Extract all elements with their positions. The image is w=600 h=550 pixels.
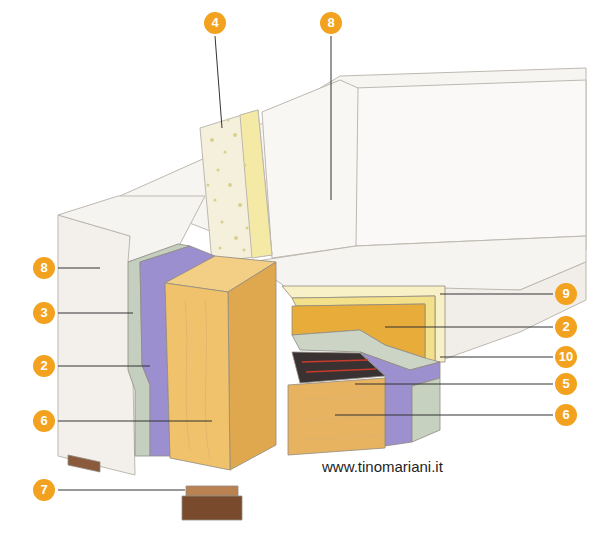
watermark: www.tinomariani.it [322,458,443,475]
callout-number: 6 [33,410,55,432]
cushion-speckle [207,119,249,252]
callout-number: 6 [555,404,577,426]
wood-grain [185,300,380,460]
back-cushion [262,80,358,258]
arm-side [58,215,135,475]
callout-number: 9 [555,283,577,305]
seat-box [288,378,385,455]
sofa-back [120,68,586,262]
callout-number: 5 [555,373,577,395]
slat-lines [302,360,376,372]
leader-lines [58,36,553,490]
arm-wood [228,262,276,470]
callout-number: 4 [204,12,226,34]
leg [68,455,100,472]
callout-number: 3 [33,302,55,324]
cushion-cut [200,110,272,262]
back-cushion [355,80,586,246]
seat-top [250,236,586,290]
seat-slats [292,352,385,383]
callout-number: 7 [33,479,55,501]
arm-wood [165,283,230,470]
foot [182,496,242,520]
callout-number: 2 [555,316,577,338]
seat-frame [412,378,440,442]
callout-number: 10 [555,346,577,368]
callout-number: 8 [320,12,342,34]
cushion-band [240,110,272,258]
callout-number: 8 [33,257,55,279]
foot [186,486,238,496]
callout-number: 2 [33,355,55,377]
